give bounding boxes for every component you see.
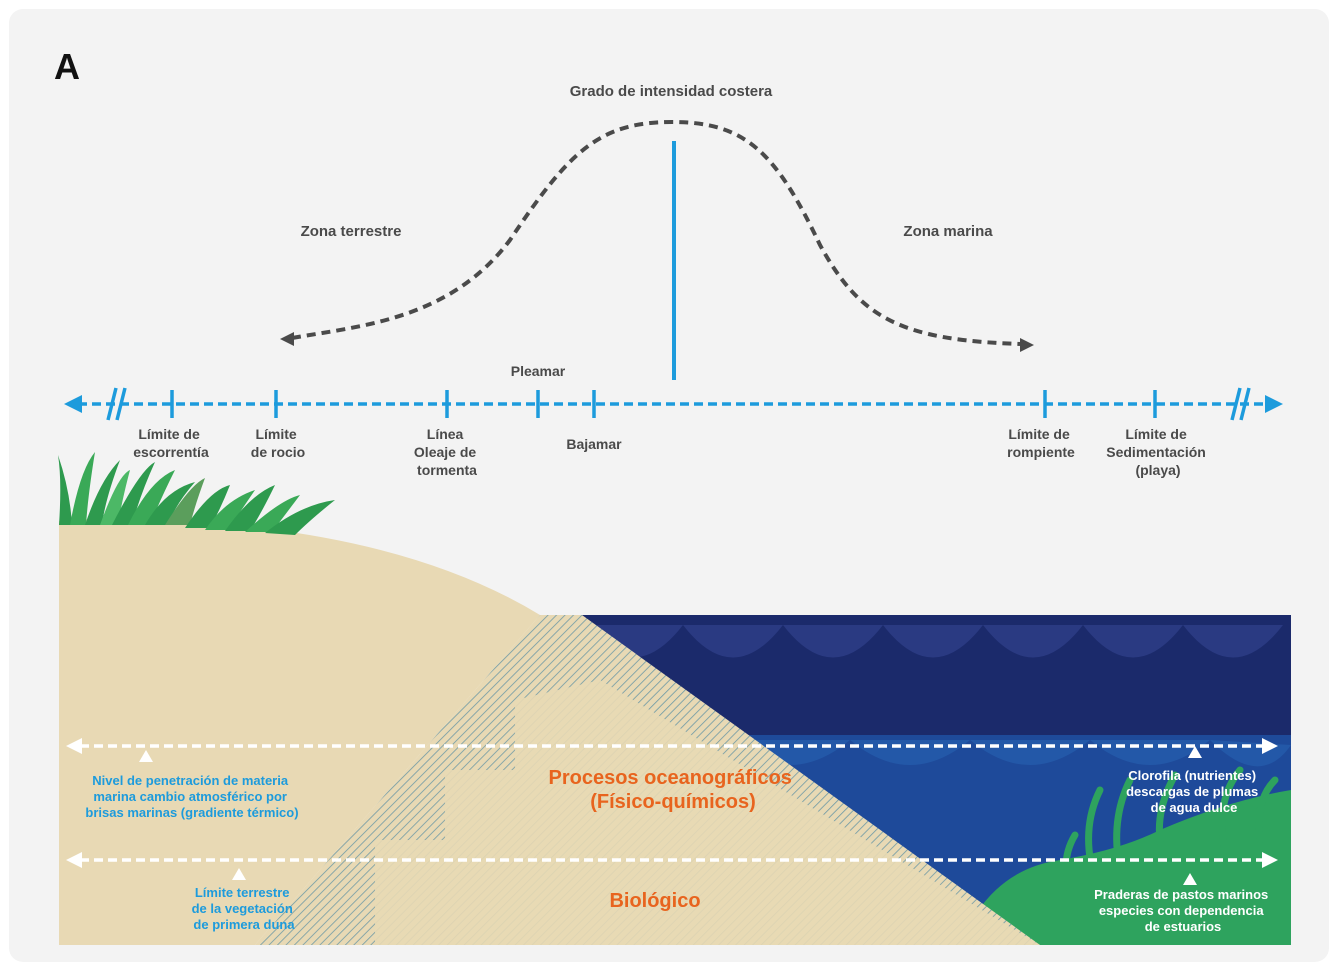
upper-process-arrow [66,738,1278,754]
label-bajamar: Bajamar [566,436,622,452]
label-limite-rocio: Límite de rocio [251,426,305,460]
curve-right-arrowhead [1020,338,1034,352]
diagram-title: Grado de intensidad costera [570,83,773,100]
curve-left-arrowhead [280,332,294,346]
annotation-clorofila: Clorofila (nutrientes) descargas de plum… [1126,768,1262,815]
marker-penetracion [139,750,153,762]
panel-letter: A [54,46,80,87]
annotation-praderas: Praderas de pastos marinos especies con … [1094,887,1272,934]
seagrass-bed [960,790,1291,945]
annotation-penetracion: Nivel de penetración de materia marina c… [85,773,298,820]
marker-vegetacion [232,868,246,880]
marker-praderas [1183,873,1197,885]
axis-left-arrowhead [64,395,82,413]
axis-break-left [106,387,127,421]
intensity-curve [291,119,1021,346]
zone-sea-label: Zona marina [903,223,993,240]
lower-process-arrow [66,852,1278,868]
annotation-vegetacion: Límite terrestre de la vegetación de pri… [192,885,297,932]
label-linea-tormenta: Línea Oleaje de tormenta [414,426,480,478]
marker-clorofila [1188,746,1202,758]
sand-terraces [375,680,1040,945]
label-limite-escorrentia: Límite de escorrentía [133,426,209,460]
label-pleamar: Pleamar [511,363,566,379]
sea-waves-upper [583,625,1283,658]
land-sand [59,518,540,945]
label-procesos-oceanograficos: Procesos oceanográficos (Físico-químicos… [549,767,798,813]
zone-land-label: Zona terrestre [301,223,402,240]
label-limite-sedimentacion: Límite de Sedimentación (playa) [1106,426,1209,478]
label-limite-rompiente: Límite de rompiente [1007,426,1075,460]
dune-grass [58,452,335,535]
label-biologico: Biológico [609,890,700,912]
axis-right-arrowhead [1265,395,1283,413]
axis-break-right [1230,387,1251,421]
